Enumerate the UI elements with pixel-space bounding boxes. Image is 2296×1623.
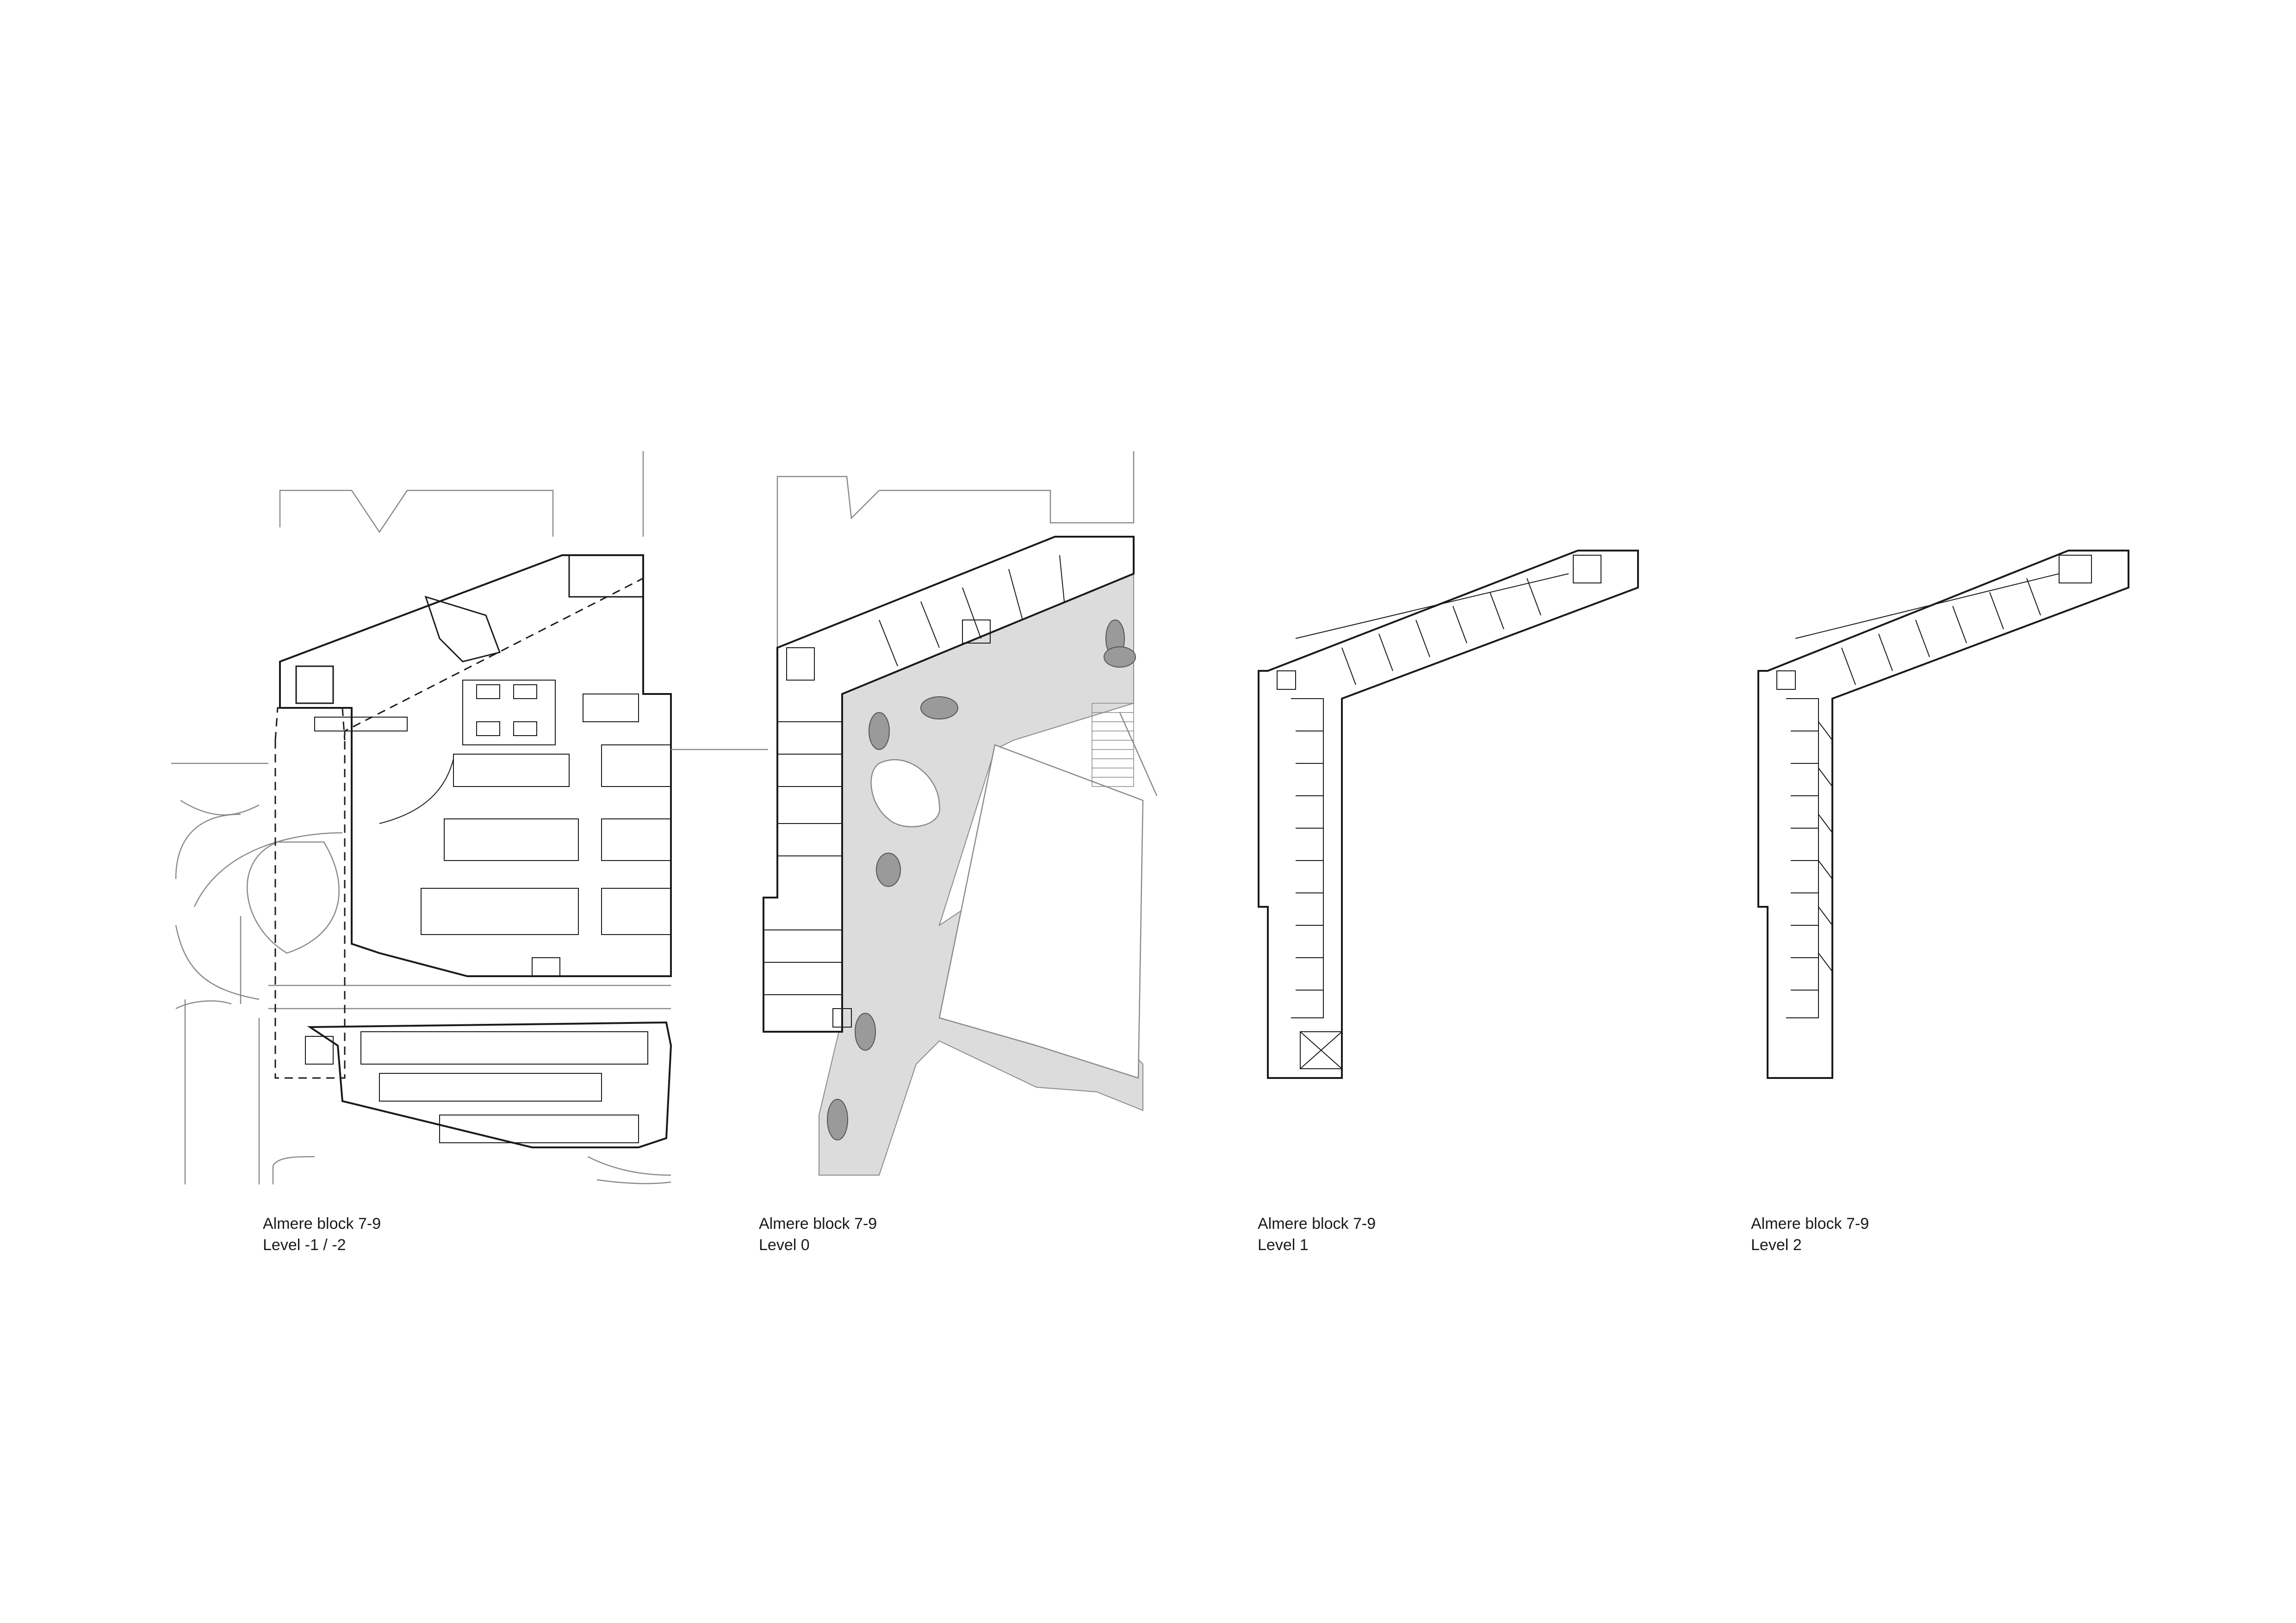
caption-level: Level 0 <box>759 1236 810 1254</box>
plan-level-minus-1-2 <box>171 451 672 1184</box>
caption-level: Level -1 / -2 <box>263 1236 346 1254</box>
basement-outline <box>279 554 672 977</box>
caption-level-2: Almere block 7-9 Level 2 <box>1751 1213 1869 1256</box>
level-1-outline <box>1258 550 1639 1079</box>
excavation-boundary <box>274 577 644 1079</box>
plan-level-1 <box>1258 550 1639 1079</box>
trees <box>827 619 1136 1140</box>
caption-level: Level 2 <box>1751 1236 1802 1254</box>
caption-title: Almere block 7-9 <box>1258 1215 1376 1233</box>
caption-title: Almere block 7-9 <box>759 1215 877 1233</box>
pond <box>870 759 940 828</box>
courtyard-block <box>938 744 1144 1079</box>
plan-level-2 <box>1757 550 2129 1079</box>
caption-title: Almere block 7-9 <box>1751 1215 1869 1233</box>
caption-title: Almere block 7-9 <box>263 1215 381 1233</box>
caption-level-0: Almere block 7-9 Level 0 <box>759 1213 877 1256</box>
level-0-building <box>763 536 1135 1033</box>
lower-basement-wing <box>307 1021 672 1148</box>
plan-level-0 <box>671 451 1158 1176</box>
plaza-stairs <box>1092 703 1134 787</box>
caption-level-minus-1-2: Almere block 7-9 Level -1 / -2 <box>263 1213 381 1256</box>
level-2-outline <box>1757 550 2129 1079</box>
parking-stalls <box>314 680 671 935</box>
caption-level: Level 1 <box>1258 1236 1309 1254</box>
caption-level-1: Almere block 7-9 Level 1 <box>1258 1213 1376 1256</box>
site-context-lines <box>171 451 671 1184</box>
site-context-lines <box>671 451 1158 796</box>
